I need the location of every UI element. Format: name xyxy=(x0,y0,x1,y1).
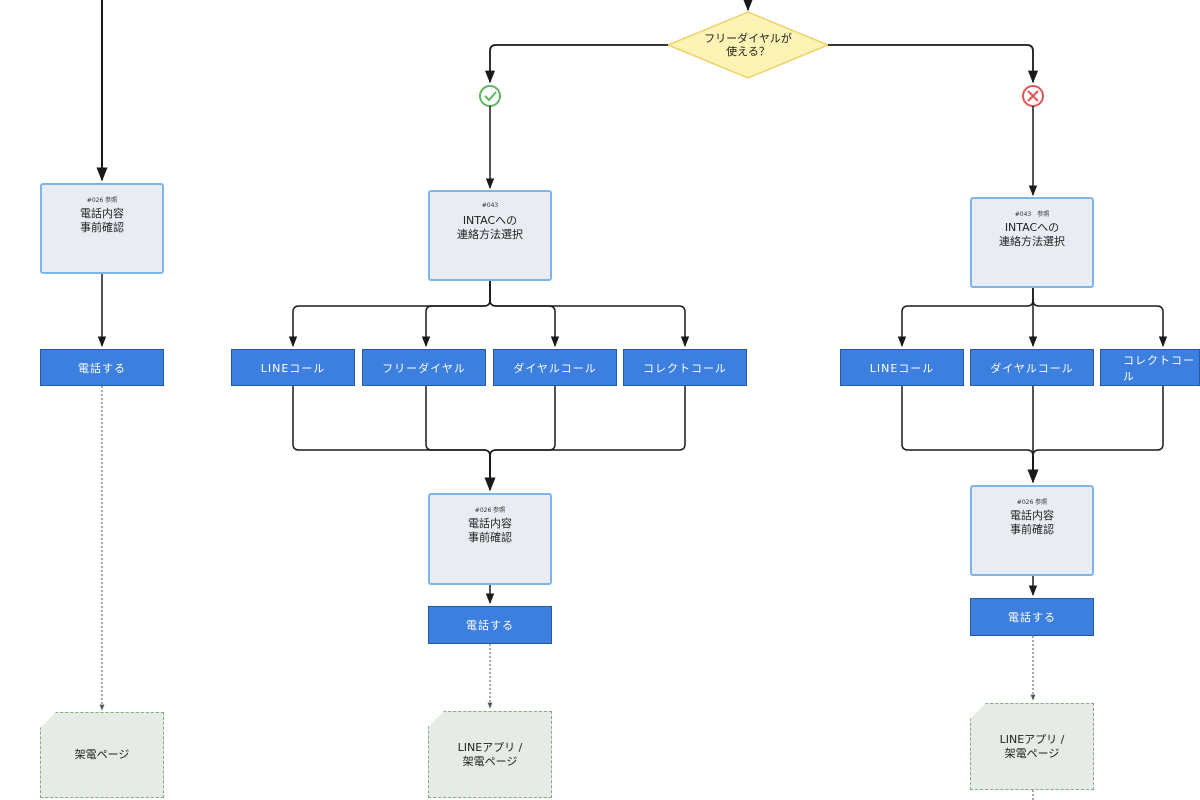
connector-yes-branch xyxy=(484,44,668,84)
connector-yes-merge xyxy=(292,386,686,492)
decision-diamond xyxy=(666,11,830,79)
no-precheck-label: 電話内容 事前確認 xyxy=(1010,509,1054,536)
yes-precheck-label: 電話内容 事前確認 xyxy=(468,517,512,544)
check-circle-icon xyxy=(479,85,501,107)
yes-precheck-ref: #026 参照 xyxy=(474,507,506,514)
no-select-method-box[interactable]: #043 参照 INTACへの 連絡方法選択 xyxy=(970,197,1094,288)
yes-page-node[interactable]: LINEアプリ / 架電ページ xyxy=(428,711,552,798)
yes-select-method-label: INTACへの 連絡方法選択 xyxy=(457,214,523,241)
yes-option-dial-call[interactable]: ダイヤルコール xyxy=(493,349,617,386)
no-select-method-ref: #043 参照 xyxy=(1014,211,1050,218)
decision-label: フリーダイヤルが 使える？ xyxy=(704,32,792,58)
no-call-button[interactable]: 電話する xyxy=(970,598,1094,636)
yes-select-method-ref: #043 xyxy=(481,202,499,209)
no-option-line-call[interactable]: LINEコール xyxy=(840,349,964,386)
yes-option-collect-call[interactable]: コレクトコール xyxy=(623,349,747,386)
left-precheck-ref: #026 参照 xyxy=(86,197,118,204)
yes-option-line-call[interactable]: LINEコール xyxy=(231,349,355,386)
connector-no-split xyxy=(897,288,1168,348)
no-page-node[interactable]: LINEアプリ / 架電ページ xyxy=(970,703,1094,790)
yes-option-free-dial[interactable]: フリーダイヤル xyxy=(362,349,486,386)
left-call-button[interactable]: 電話する xyxy=(40,349,164,386)
yes-precheck-box[interactable]: #026 参照 電話内容 事前確認 xyxy=(428,493,552,585)
connector-no-branch xyxy=(828,44,1039,84)
no-precheck-box[interactable]: #026 参照 電話内容 事前確認 xyxy=(970,485,1094,576)
yes-select-method-box[interactable]: #043 INTACへの 連絡方法選択 xyxy=(428,190,552,281)
connector-yes-split xyxy=(288,280,690,348)
x-circle-icon xyxy=(1022,85,1044,107)
no-precheck-ref: #026 参照 xyxy=(1016,499,1048,506)
no-select-method-label: INTACへの 連絡方法選択 xyxy=(999,221,1065,248)
left-precheck-box[interactable]: #026 参照 電話内容 事前確認 xyxy=(40,183,164,274)
no-option-collect-call[interactable]: コレクトコール xyxy=(1100,349,1200,386)
left-precheck-label: 電話内容 事前確認 xyxy=(80,207,124,234)
yes-call-button[interactable]: 電話する xyxy=(428,606,552,644)
connector-no-merge xyxy=(901,386,1164,484)
left-page-node[interactable]: 架電ページ xyxy=(40,712,164,798)
no-option-dial-call[interactable]: ダイヤルコール xyxy=(970,349,1094,386)
